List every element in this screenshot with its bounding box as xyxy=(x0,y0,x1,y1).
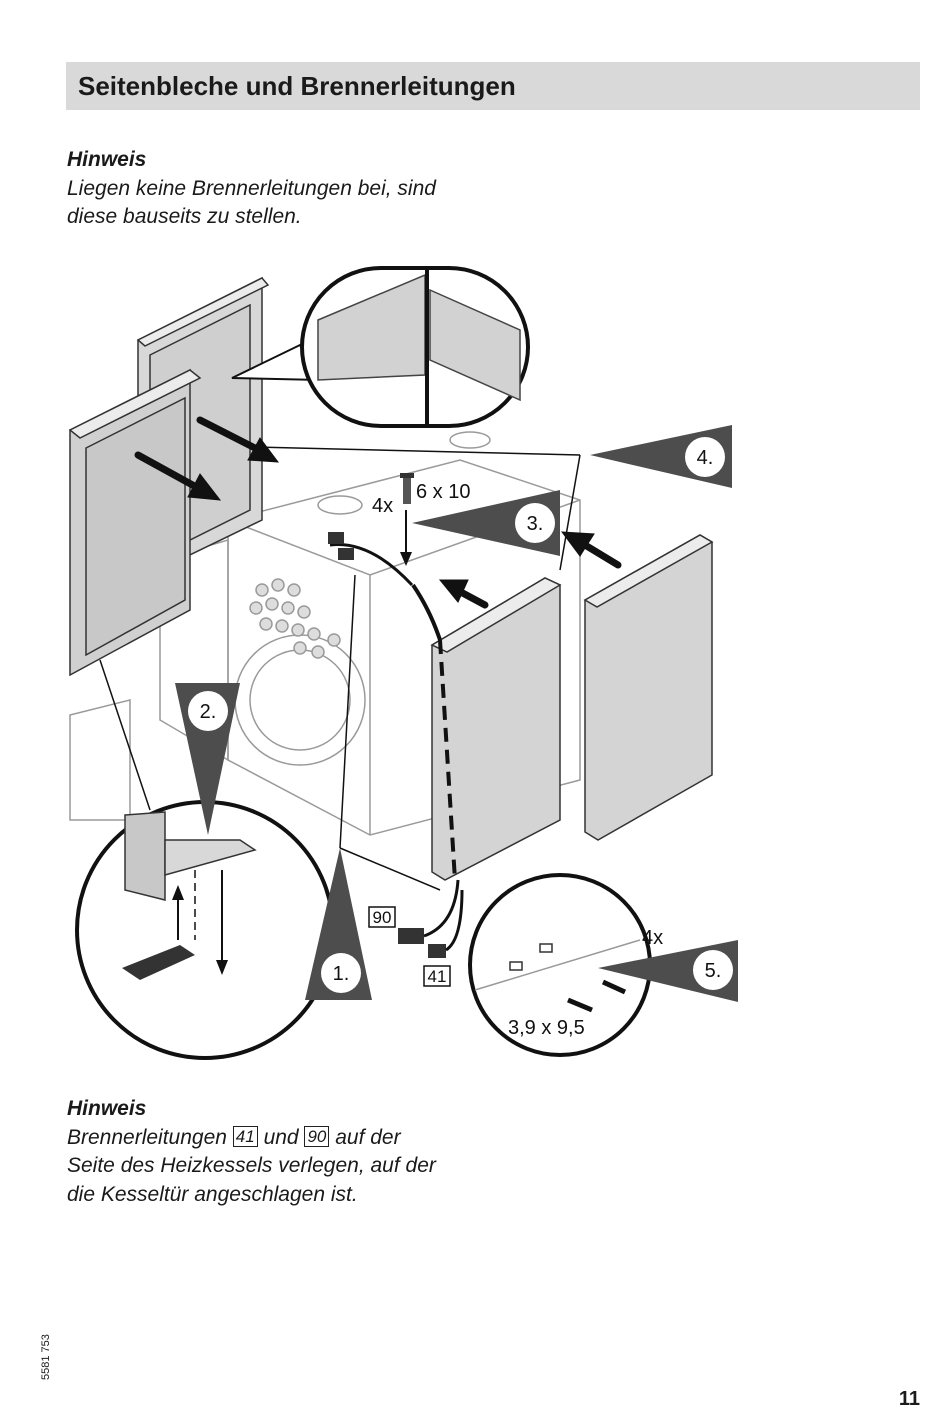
cable-label-41: 41 xyxy=(423,965,451,987)
page-number: 11 xyxy=(898,1388,920,1410)
note-bottom: Hinweis Brennerleitungen 41 und 90 auf d… xyxy=(67,1095,436,1209)
note-bottom-heading: Hinweis xyxy=(67,1097,147,1120)
note-top-heading: Hinweis xyxy=(67,148,147,171)
step1-label: 1. xyxy=(333,963,350,985)
note-bottom-line2: Seite des Heizkessels verlegen, auf der xyxy=(67,1154,436,1177)
doc-number: 5581 753 xyxy=(40,1320,54,1380)
right-front-side-panel xyxy=(430,577,562,881)
cable-label-90: 90 xyxy=(368,906,396,928)
note-top: Hinweis Liegen keine Brennerleitungen be… xyxy=(67,146,436,232)
step-circles xyxy=(188,437,733,993)
screw-arrow-icon xyxy=(400,552,412,566)
detail-callout-bottom-right xyxy=(468,873,652,1057)
detail-callout-top xyxy=(231,266,530,428)
detail-callout-bottom-left xyxy=(75,800,335,1060)
note-top-line2: diese bauseits zu stellen. xyxy=(67,205,302,228)
svg-text:41: 41 xyxy=(428,967,447,986)
step3-triangle xyxy=(412,490,560,556)
page-title: Seitenbleche und Brennerleitungen xyxy=(78,71,516,101)
cable-routing-lines xyxy=(329,543,457,881)
cable-plug-icon xyxy=(328,532,464,958)
note-bottom-part2: und xyxy=(263,1125,299,1149)
step5-label: 5. xyxy=(705,960,722,982)
leader-lines xyxy=(99,446,581,891)
note-bottom-part1: Brennerleitungen xyxy=(67,1125,227,1149)
ref-box-41: 41 xyxy=(232,1125,258,1147)
screw-size-top: 6 x 10 xyxy=(416,481,470,503)
step2-label: 2. xyxy=(200,701,217,723)
screw-size-bottom: 3,9 x 9,5 xyxy=(508,1017,585,1039)
svg-text:90: 90 xyxy=(373,908,392,927)
front-left-side-panel xyxy=(68,368,202,677)
note-bottom-line3: die Kesseltür angeschlagen ist. xyxy=(67,1182,358,1206)
step3-label: 3. xyxy=(527,513,544,535)
step4-label: 4. xyxy=(697,447,714,469)
ref-box-90: 90 xyxy=(304,1125,330,1147)
screw-count-bottom: 4x xyxy=(642,927,663,949)
title-bar: Seitenbleche und Brennerleitungen xyxy=(66,62,920,110)
note-bottom-line1: Brennerleitungen 41 und 90 auf der xyxy=(67,1124,436,1153)
screw-icon xyxy=(400,473,414,504)
screw-count-top: 4x xyxy=(372,495,393,517)
doc-number-text: 5581 753 xyxy=(40,1334,52,1380)
note-bottom-part3: auf der xyxy=(335,1125,401,1149)
right-rear-side-panel xyxy=(583,534,714,841)
note-top-line1: Liegen keine Brennerleitungen bei, sind xyxy=(67,176,436,200)
